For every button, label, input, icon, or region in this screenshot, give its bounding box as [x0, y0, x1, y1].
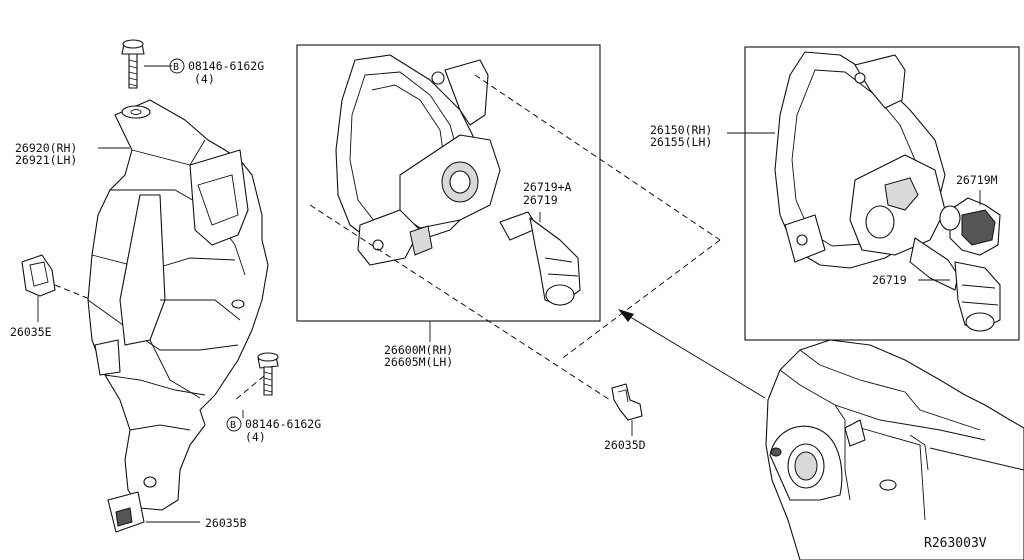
clip-e-icon	[21, 254, 56, 297]
housing-rh-label: 26150(RH)	[650, 123, 712, 137]
lamp-assy-lh-label: 26605M(LH)	[384, 355, 453, 369]
fog-lamp-housing-part	[774, 51, 1001, 332]
bolt-mid-part-label: 08146-6162G	[245, 417, 321, 431]
lamp-assembly-frame	[296, 44, 601, 322]
bolt-top-qty-label: (4)	[194, 72, 215, 86]
bulb-label: 26719	[523, 193, 558, 207]
cover-rh-label: 26920(RH)	[15, 141, 77, 155]
bolt-top-part-label: 08146-6162G	[188, 59, 264, 73]
bulb-right-label: 26719	[872, 273, 907, 287]
bulb-a-label: 26719+A	[523, 180, 572, 194]
cover-lh-label: 26921(LH)	[15, 153, 77, 167]
bolt-top-symbol: B	[173, 62, 179, 73]
fog-lamp-cover-part	[87, 99, 269, 511]
diagram-id: R263003V	[924, 536, 987, 551]
bolt-top-icon	[121, 39, 145, 89]
location-arrow-icon	[621, 311, 766, 399]
clip-b-icon	[107, 491, 145, 533]
housing-lh-label: 26155(LH)	[650, 135, 712, 149]
clip-d-icon	[611, 383, 643, 421]
bolt-middle-icon	[257, 352, 279, 396]
vehicle-location-icon	[765, 339, 1024, 560]
clip-d-label: 26035D	[604, 438, 646, 452]
socket-label: 26719M	[956, 173, 998, 187]
lamp-assy-rh-label: 26600M(RH)	[384, 343, 453, 357]
clip-e-label: 26035E	[10, 325, 52, 339]
clip-b-label: 26035B	[205, 516, 247, 530]
housing-frame	[744, 46, 1020, 341]
bolt-mid-qty-label: (4)	[245, 430, 266, 444]
bolt-mid-symbol: B	[230, 420, 236, 431]
